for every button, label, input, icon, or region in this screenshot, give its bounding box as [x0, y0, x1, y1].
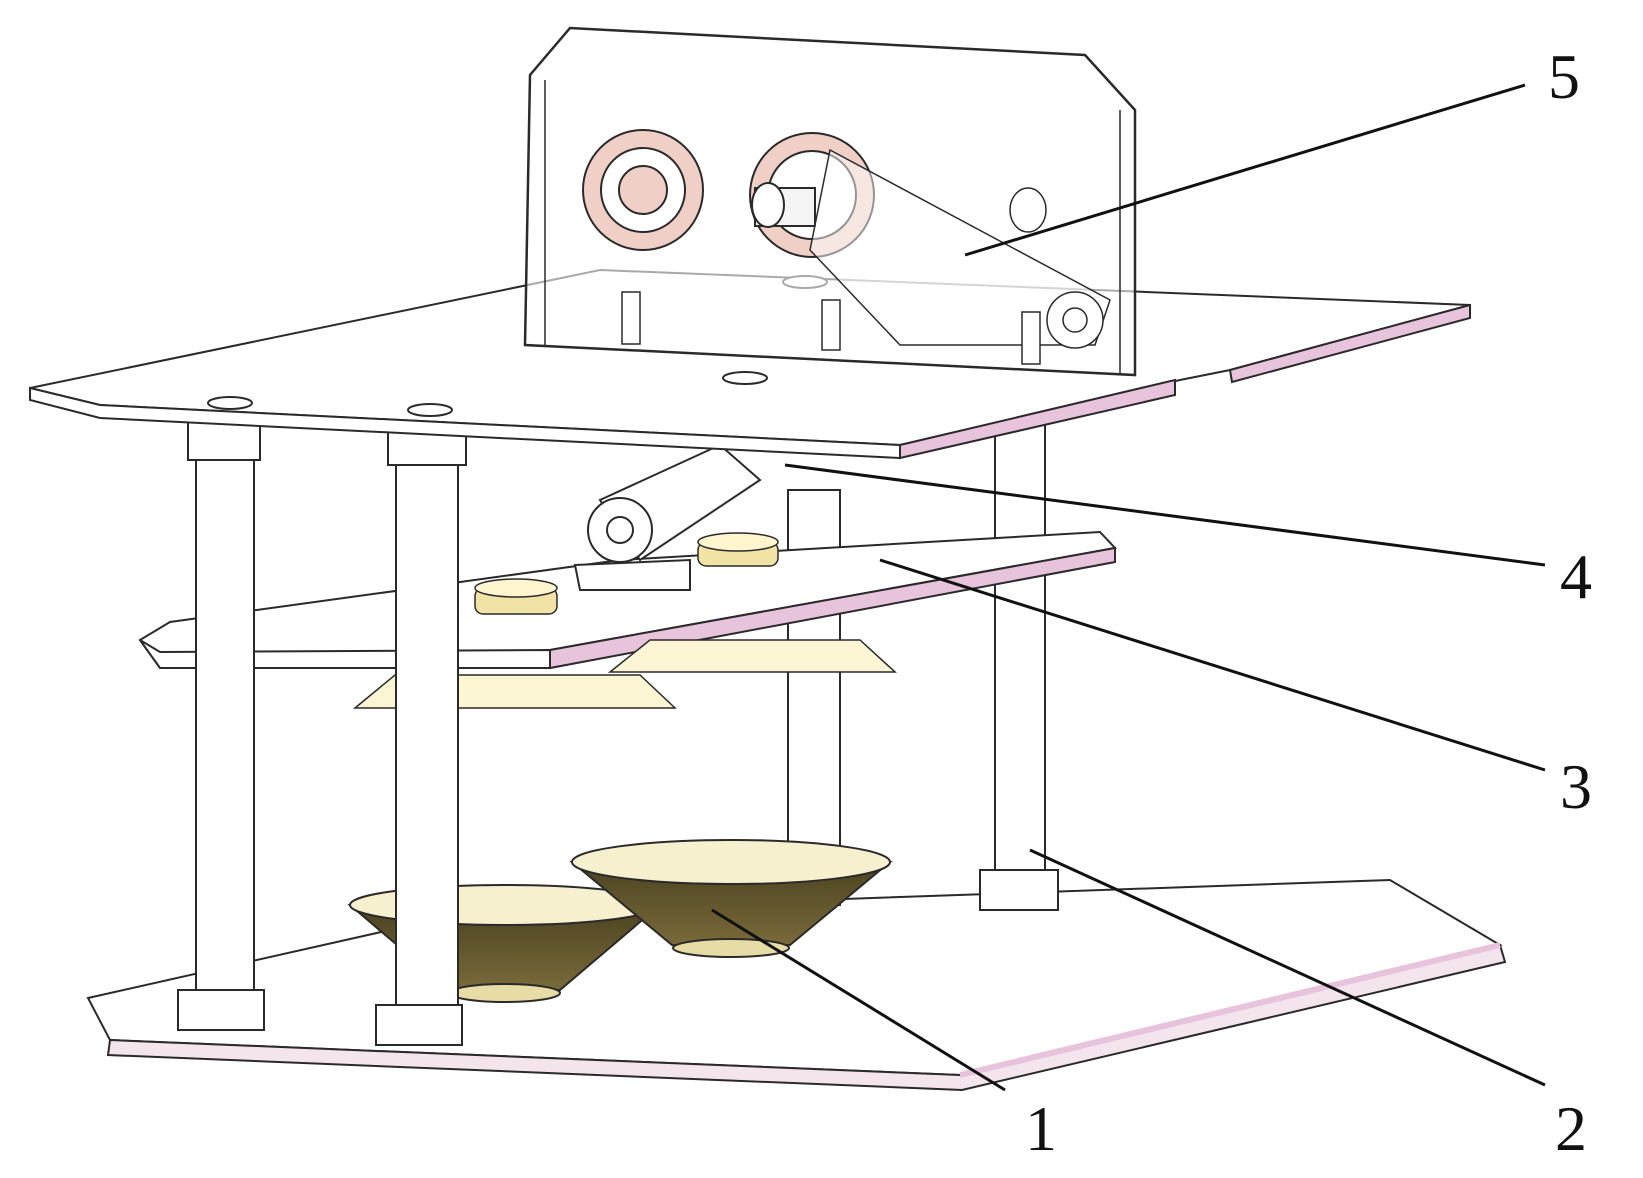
callout-1: 1	[1025, 1093, 1057, 1164]
leader-line-5	[964, 83, 1526, 257]
suction-cup-2	[569, 839, 893, 958]
callout-3: 3	[1560, 751, 1592, 822]
callout-5: 5	[1548, 41, 1580, 112]
bushings	[474, 532, 779, 615]
leader-line-2	[1029, 848, 1546, 1087]
leader-line-1	[711, 908, 1006, 1092]
link-arm	[573, 443, 762, 591]
bearing-left	[582, 129, 704, 251]
leader-line-3	[879, 558, 1546, 772]
leader-lines	[711, 83, 1546, 1092]
middle-plate	[138, 530, 1117, 670]
leader-line-4	[784, 463, 1546, 567]
callout-4: 4	[1560, 541, 1592, 612]
top-pins	[621, 291, 1041, 365]
callout-labels: 5 4 3 2 1	[1025, 41, 1592, 1164]
callout-2: 2	[1555, 1093, 1587, 1164]
front-posts	[177, 419, 467, 1046]
crank-link	[809, 148, 1111, 349]
